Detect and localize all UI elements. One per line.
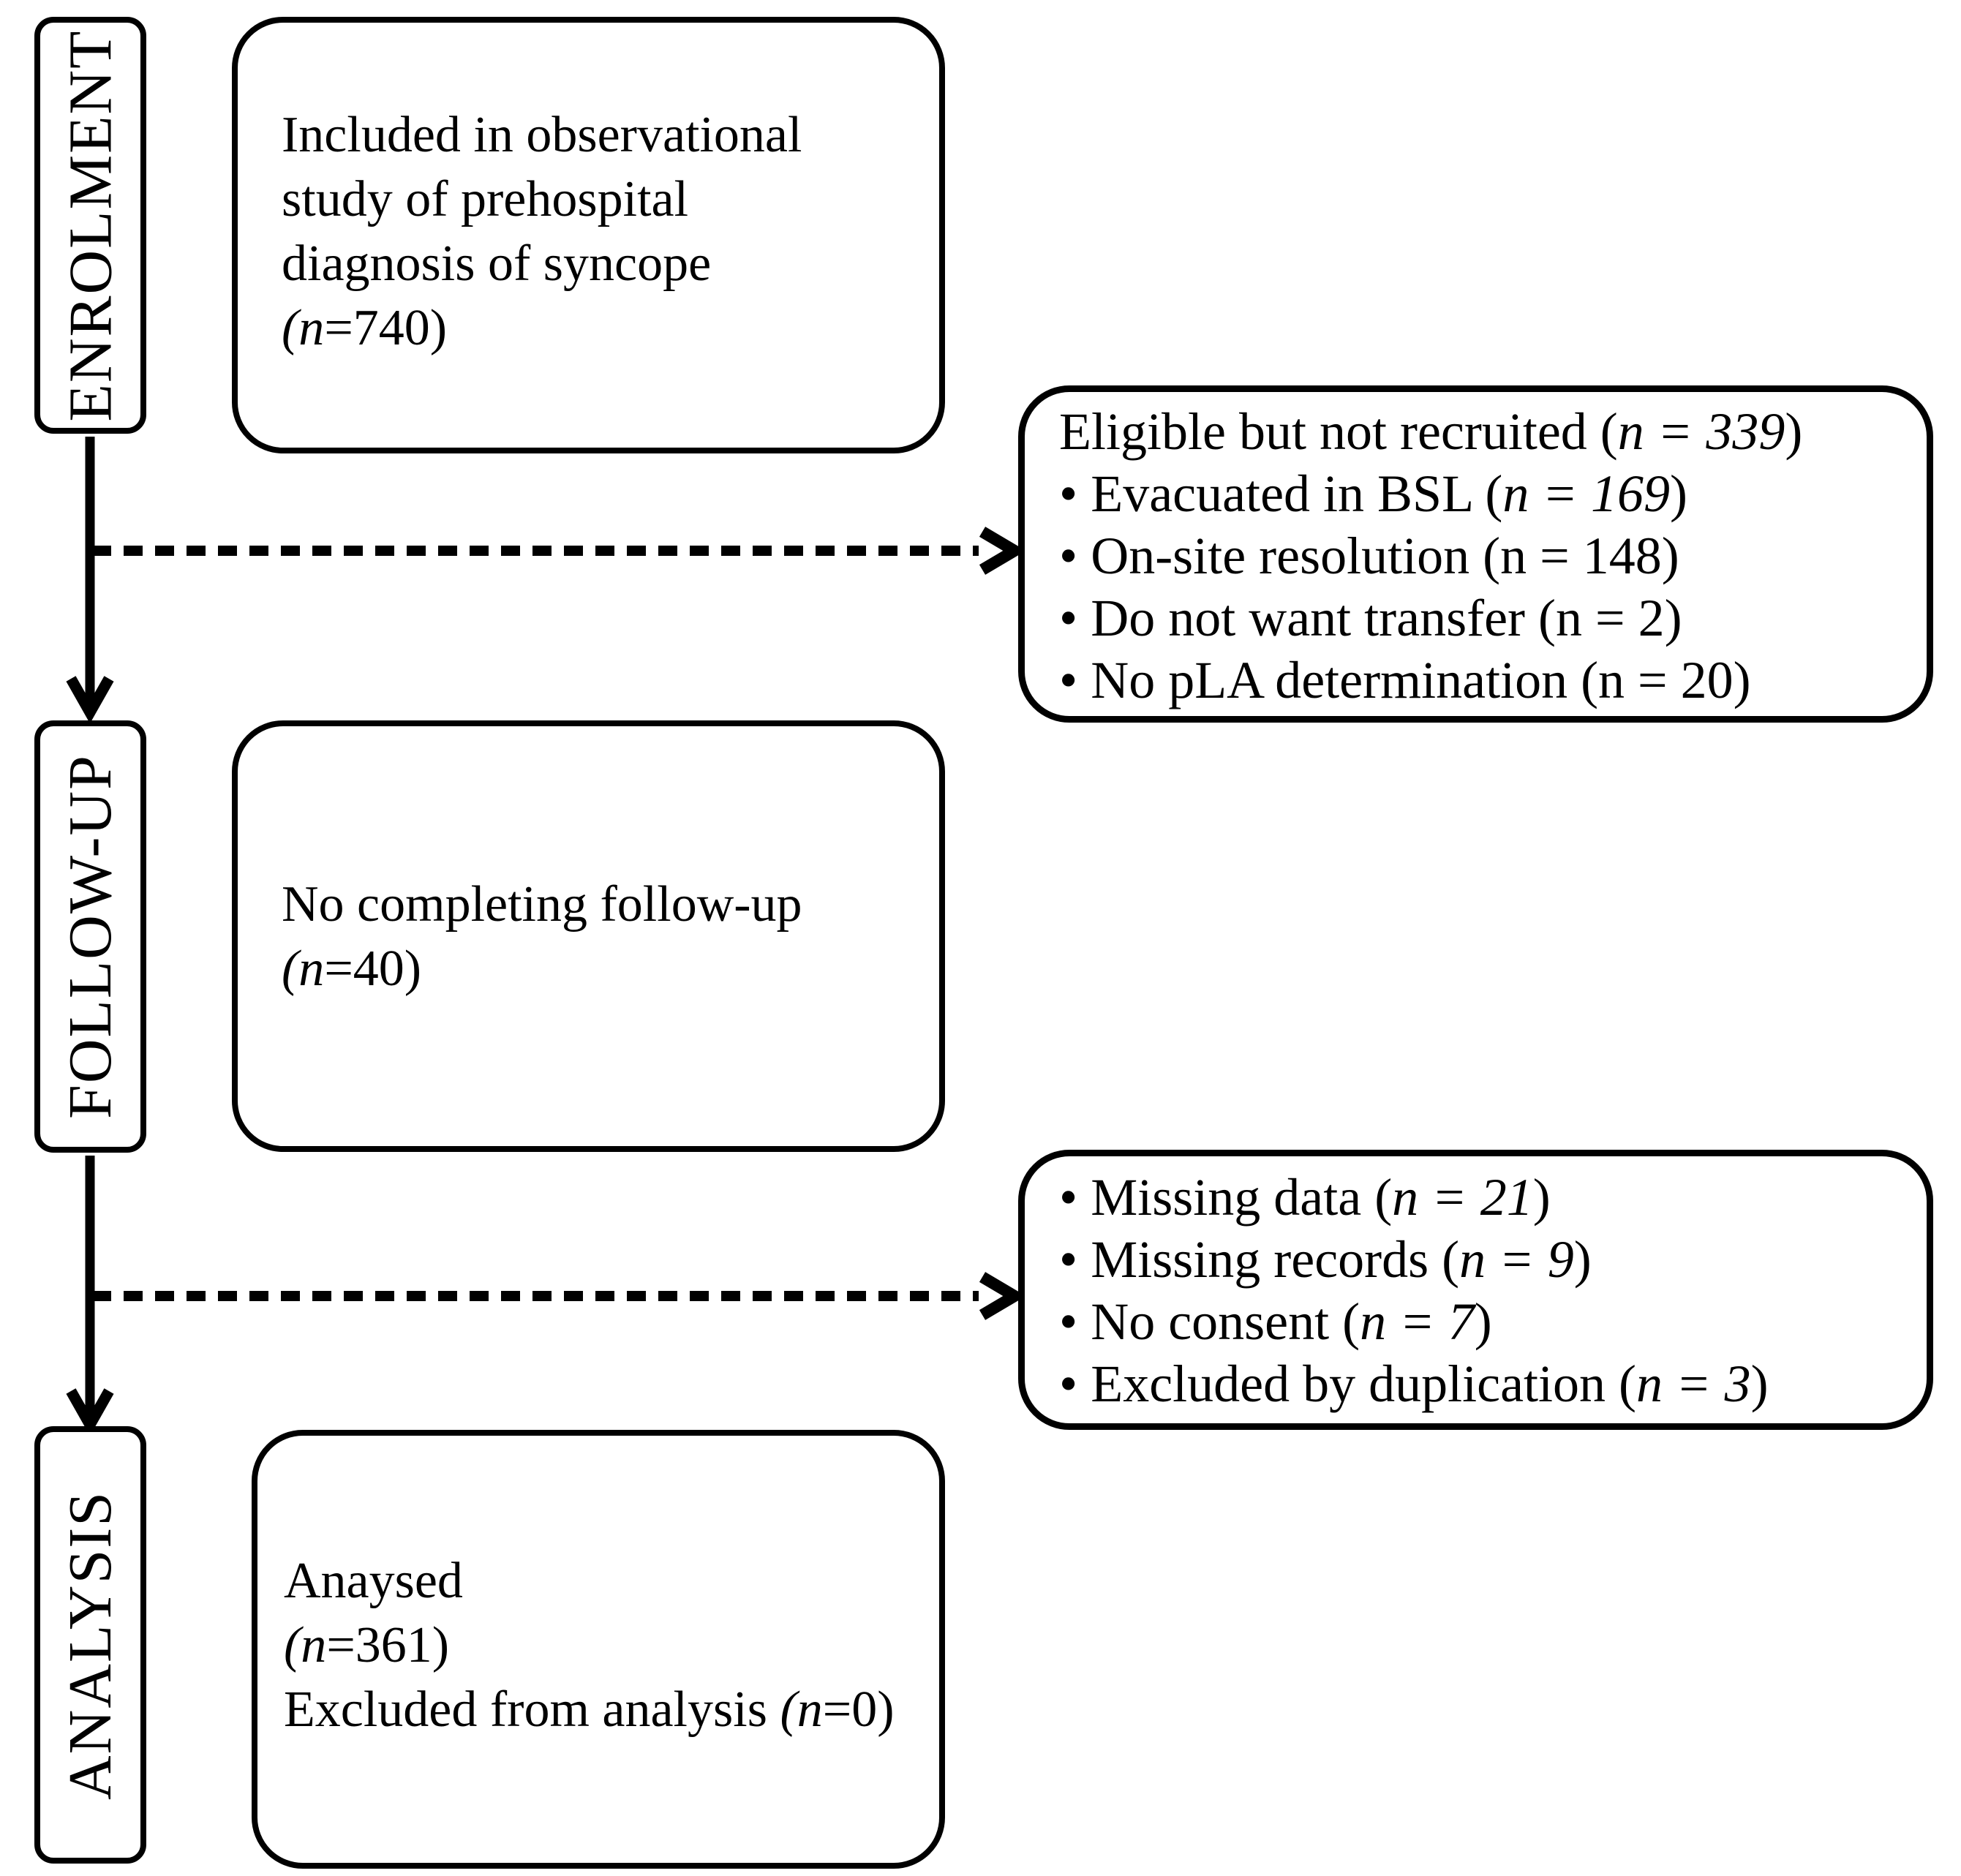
text-n-italic: n = 7 (1360, 1292, 1475, 1351)
text-post: ) (1785, 402, 1803, 461)
bullet-line: • No pLA determination (n = 20) (1059, 649, 1919, 712)
text-line: Anaysed (284, 1549, 932, 1613)
arrowhead-down-icon (66, 1388, 114, 1436)
bullet-line: • Missing records (n = 9) (1059, 1229, 1919, 1291)
text-pre: Included in observational (282, 107, 802, 163)
text-n-italic: n = 339 (1617, 402, 1785, 461)
arrowhead-right-icon (979, 1272, 1026, 1320)
text-pre: • No consent ( (1059, 1292, 1360, 1351)
arrowhead-right-icon (979, 527, 1026, 575)
stage-label-analysis: ANALYSIS (34, 1426, 146, 1864)
text-post: ) (1474, 1292, 1492, 1351)
text-post: ) (1573, 1230, 1592, 1289)
bullet-line: • On-site resolution (n = 148) (1059, 525, 1919, 587)
text-pre: diagnosis of syncope (282, 236, 712, 292)
stage-label-text: ENROLMENT (56, 29, 125, 421)
text-post: ) (1669, 464, 1687, 523)
text-pre: Anaysed (284, 1553, 463, 1609)
bullet-line: • No consent (n = 7) (1059, 1291, 1919, 1353)
text-pre: No completing follow-up (282, 876, 802, 933)
arrowhead-down-icon (66, 676, 114, 724)
text-line: (n=40) (282, 937, 932, 1001)
followup-exclusion-reasons-box: • Missing data (n = 21) • Missing record… (1018, 1150, 1933, 1430)
followup-box: No completing follow-up (n=40) (232, 720, 945, 1152)
text-line: Eligible but not recruited (n = 339) (1059, 401, 1919, 463)
stage-label-enrolment: ENROLMENT (34, 17, 146, 434)
not-recruited-reasons-box: Eligible but not recruited (n = 339) • E… (1018, 385, 1933, 723)
text-n-italic: (n (780, 1681, 823, 1738)
enrolment-included-box: Included in observational study of preho… (232, 17, 945, 453)
text-post: =0) (822, 1681, 895, 1738)
text-pre: • Evacuated in BSL ( (1059, 464, 1503, 523)
text-line: Included in observational (282, 103, 932, 167)
bullet-line: • Evacuated in BSL (n = 169) (1059, 463, 1919, 525)
text-n-italic: n = 3 (1636, 1355, 1751, 1413)
enrolment-exclusion-dashed-arrow (92, 527, 1026, 575)
stage-label-text: FOLLOW-UP (56, 754, 125, 1119)
bullet-line: • Excluded by duplication (n = 3) (1059, 1353, 1919, 1415)
text-line: (n=361) (284, 1613, 932, 1678)
text-post: =740) (324, 300, 448, 356)
text-pre: • Excluded by duplication ( (1059, 1355, 1637, 1413)
text-n-italic: (n (282, 941, 325, 997)
text-post: ) (1532, 1168, 1551, 1227)
text-line: (n=740) (282, 296, 932, 361)
text-post: =361) (326, 1617, 450, 1673)
text-line: study of prehospital (282, 167, 932, 232)
text-line: No completing follow-up (282, 873, 932, 937)
followup-to-analysis-arrow (66, 1156, 114, 1436)
followup-exclusion-dashed-arrow (92, 1272, 1026, 1320)
text-n-italic: n = 169 (1502, 464, 1670, 523)
text-pre: Eligible but not recruited ( (1059, 402, 1618, 461)
text-pre: • Missing data ( (1059, 1168, 1393, 1227)
text-pre: study of prehospital (282, 171, 689, 227)
text-line: diagnosis of syncope (282, 232, 932, 296)
text-pre: • On-site resolution (n = 148) (1059, 527, 1679, 585)
text-pre: • No pLA determination (n = 20) (1059, 651, 1751, 709)
text-line: Excluded from analysis (n=0) (284, 1678, 932, 1742)
text-post: =40) (324, 941, 422, 997)
text-n-italic: n = 9 (1459, 1230, 1574, 1289)
text-n-italic: (n (284, 1617, 327, 1673)
text-n-italic: (n (282, 300, 325, 356)
bullet-line: • Do not want transfer (n = 2) (1059, 587, 1919, 649)
text-pre: • Missing records ( (1059, 1230, 1460, 1289)
stage-label-text: ANALYSIS (56, 1490, 124, 1800)
text-pre: Excluded from analysis (284, 1681, 780, 1738)
analysis-box: Anaysed (n=361) Excluded from analysis (… (252, 1430, 945, 1869)
bullet-line: • Missing data (n = 21) (1059, 1167, 1919, 1229)
stage-label-followup: FOLLOW-UP (34, 720, 146, 1153)
text-post: ) (1750, 1355, 1769, 1413)
text-pre: • Do not want transfer (n = 2) (1059, 589, 1682, 647)
text-n-italic: n = 21 (1392, 1168, 1533, 1227)
enrolment-to-followup-arrow (66, 437, 114, 724)
